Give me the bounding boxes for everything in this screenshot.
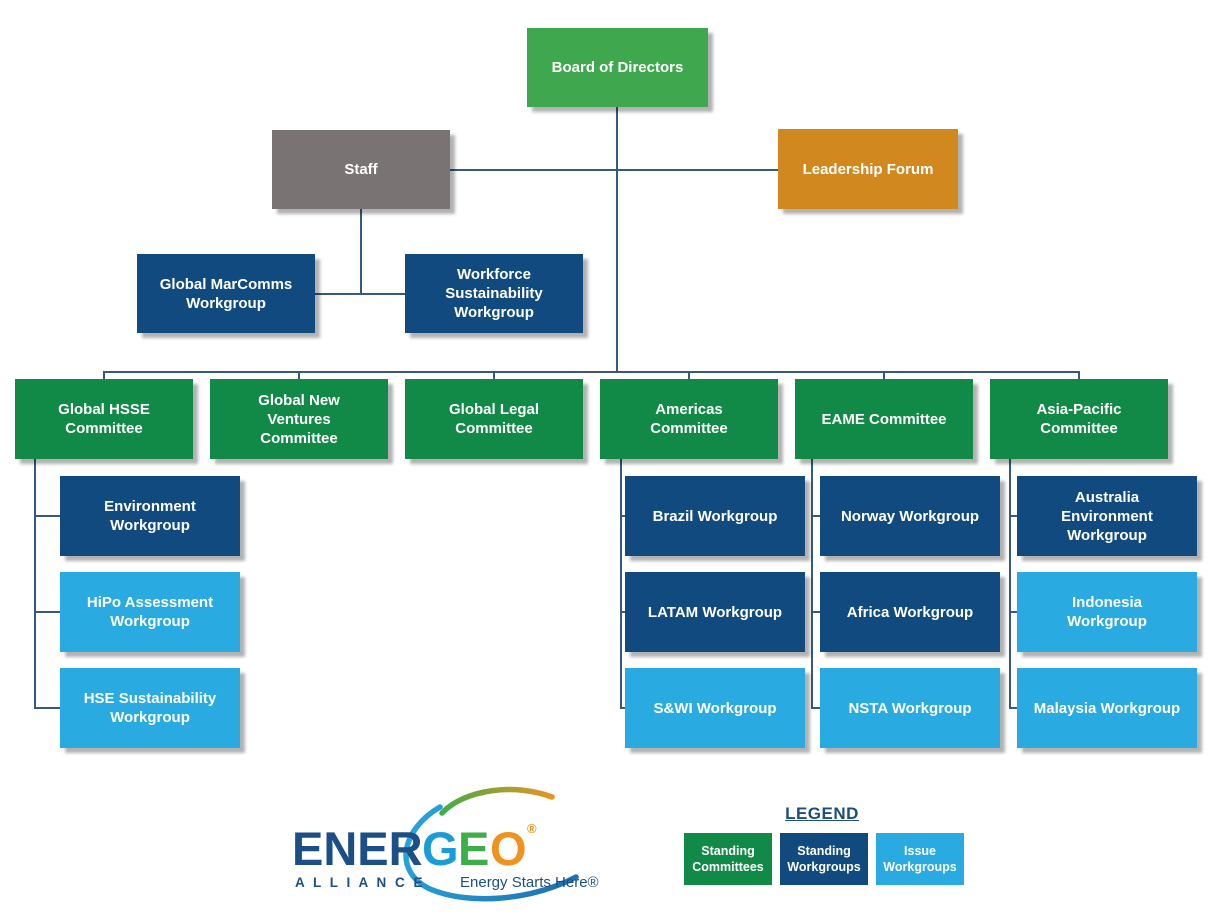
logo-swoosh-bottom (403, 804, 579, 902)
line-hsse-column (34, 459, 60, 709)
logo-text-g: G (422, 822, 459, 875)
logo-text-e: E (458, 822, 489, 875)
node-indonesia-workgroup: Indonesia Workgroup (1017, 572, 1197, 652)
line-asia-column (1009, 459, 1017, 709)
energeo-alliance-logo: ENER G E O ® A L L I A N C E Energy Star… (292, 786, 599, 902)
node-global-new-ventures-committee: Global New Ventures Committee (210, 379, 388, 459)
node-americas-committee: Americas Committee (600, 379, 778, 459)
node-hse-sustainability-workgroup: HSE Sustainability Workgroup (60, 668, 240, 748)
node-environment-workgroup: Environment Workgroup (60, 476, 240, 556)
node-malaysia-workgroup: Malaysia Workgroup (1017, 668, 1197, 748)
legend-issue-workgroups: Issue Workgroups (876, 833, 964, 885)
node-global-marcomms-workgroup: Global MarComms Workgroup (137, 254, 315, 333)
logo-text-o: O (490, 822, 527, 875)
node-brazil-workgroup: Brazil Workgroup (625, 476, 805, 556)
logo-swoosh-top (439, 786, 555, 816)
node-australia-environment-workgroup: Australia Environment Workgroup (1017, 476, 1197, 556)
node-swi-workgroup: S&WI Workgroup (625, 668, 805, 748)
node-africa-workgroup: Africa Workgroup (820, 572, 1000, 652)
line-eame-column (811, 459, 820, 709)
logo-tagline: Energy Starts Here® (460, 874, 599, 891)
line-committee-stubs (103, 371, 1080, 379)
node-latam-workgroup: LATAM Workgroup (625, 572, 805, 652)
logo-text-ener: ENER (292, 822, 423, 875)
node-hipo-assessment-workgroup: HiPo Assessment Workgroup (60, 572, 240, 652)
node-board-of-directors: Board of Directors (527, 28, 708, 107)
logo-registered-mark: ® (527, 821, 537, 836)
legend-title: LEGEND (785, 804, 859, 823)
node-global-hsse-committee: Global HSSE Committee (15, 379, 193, 459)
legend-standing-committees: Standing Committees (684, 833, 772, 885)
node-norway-workgroup: Norway Workgroup (820, 476, 1000, 556)
node-staff: Staff (272, 130, 450, 209)
node-leadership-forum: Leadership Forum (778, 129, 958, 209)
node-workforce-sustainability-workgroup: Workforce Sustainability Workgroup (405, 254, 583, 333)
node-eame-committee: EAME Committee (795, 379, 973, 459)
legend-standing-workgroups: Standing Workgroups (780, 833, 868, 885)
logo-alliance-text: A L L I A N C E (295, 875, 425, 890)
node-asia-pacific-committee: Asia-Pacific Committee (990, 379, 1168, 459)
node-nsta-workgroup: NSTA Workgroup (820, 668, 1000, 748)
node-global-legal-committee: Global Legal Committee (405, 379, 583, 459)
